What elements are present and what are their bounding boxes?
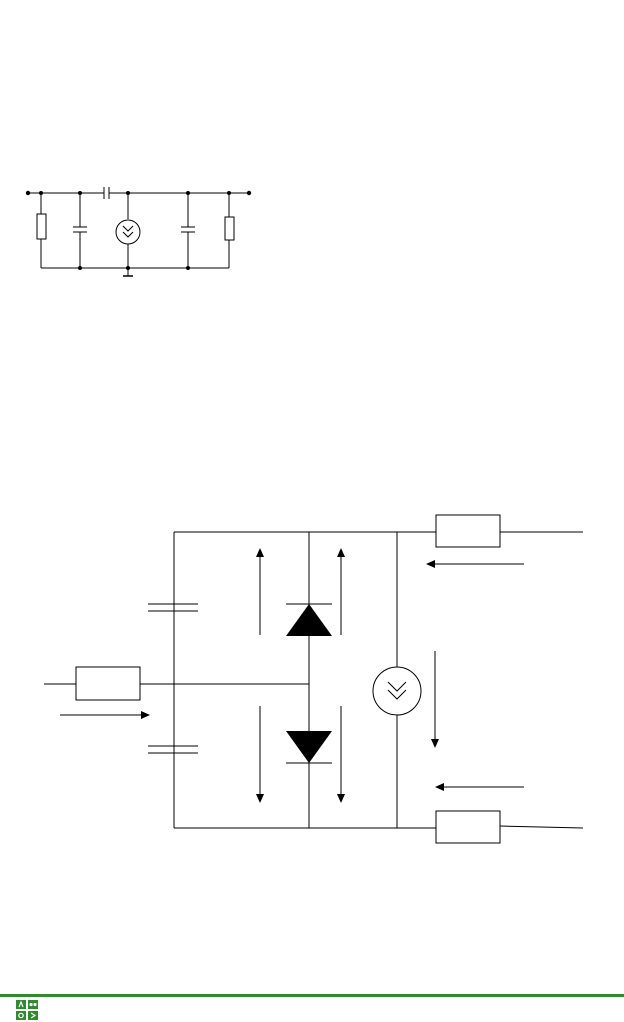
arrow-down-icon xyxy=(431,739,439,748)
current-source-icon xyxy=(115,219,141,245)
small-circuit-nodes xyxy=(25,190,252,270)
current-source-chevron-1 xyxy=(122,225,134,232)
node xyxy=(78,266,82,270)
left-resistor xyxy=(36,213,47,240)
filled-symbols xyxy=(141,548,444,803)
node xyxy=(186,266,190,270)
arrow-left-icon xyxy=(426,560,435,568)
node xyxy=(39,191,43,195)
node xyxy=(227,191,231,195)
node xyxy=(126,191,130,195)
publisher-logo-icon xyxy=(16,1000,38,1020)
arrow-down-icon xyxy=(256,794,264,803)
arrow-up-icon xyxy=(256,548,264,557)
top-right-resistor xyxy=(435,514,501,548)
bottom-right-resistor xyxy=(435,810,501,844)
node xyxy=(186,191,190,195)
node xyxy=(126,266,130,270)
current-source-chevron-2 xyxy=(122,231,134,238)
arrow-up-icon xyxy=(337,548,345,557)
upper-diode-icon xyxy=(286,604,332,636)
terminal-left xyxy=(25,190,31,196)
terminal-right xyxy=(246,190,252,196)
arrow-down-icon xyxy=(337,794,345,803)
node xyxy=(78,191,82,195)
large-source-chevron-1 xyxy=(387,681,407,692)
small-equivalent-circuit xyxy=(28,187,249,277)
lower-diode-icon xyxy=(286,731,332,763)
large-equivalent-circuit xyxy=(44,514,584,844)
footer-bar xyxy=(0,994,624,997)
bottom-right-lead xyxy=(499,825,584,829)
arrow-left-icon xyxy=(435,783,444,791)
right-resistor xyxy=(224,216,235,241)
large-source-chevron-2 xyxy=(387,689,407,700)
left-input-resistor xyxy=(75,666,141,701)
arrow-right-icon xyxy=(141,711,150,719)
